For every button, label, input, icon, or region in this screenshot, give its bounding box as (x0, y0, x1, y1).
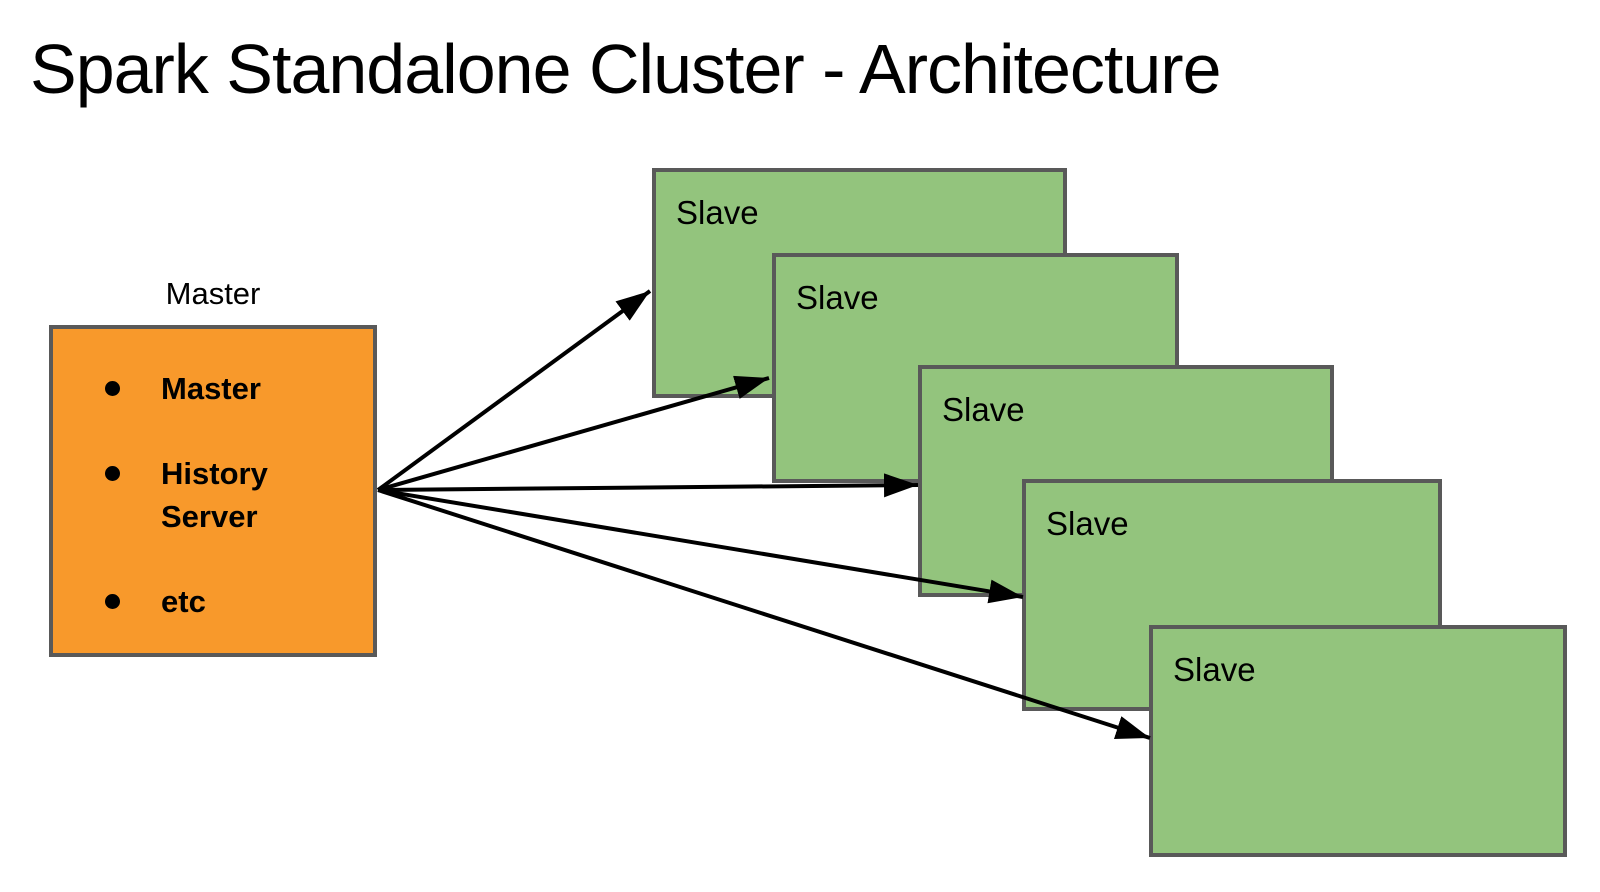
master-feature-item: History Server (105, 452, 331, 538)
slave-node-label: Slave (942, 391, 1025, 428)
master-caption: Master (165, 276, 261, 311)
master-node: Master History Server etc (49, 325, 377, 657)
master-feature-list: Master History Server etc (53, 329, 373, 623)
slave-node-label: Slave (1046, 505, 1129, 542)
slave-node-label: Slave (676, 194, 759, 231)
master-feature-item: Master (105, 367, 331, 410)
slave-node-5: Slave (1149, 625, 1567, 857)
page-title: Spark Standalone Cluster - Architecture (30, 30, 1222, 108)
slave-node-label: Slave (1173, 651, 1256, 688)
slave-node-label: Slave (796, 279, 879, 316)
arrow-master-to-slave-1 (376, 289, 652, 492)
arrow-master-to-slave-3 (377, 473, 919, 498)
master-feature-item: etc (105, 580, 331, 623)
